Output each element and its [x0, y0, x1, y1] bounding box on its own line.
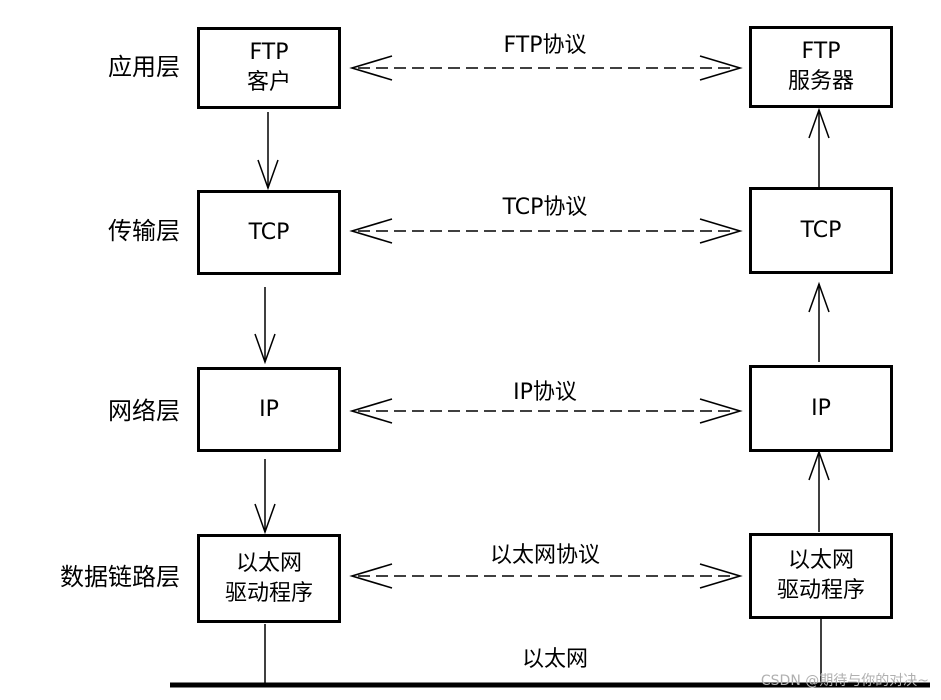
ip-protocol-label: IP协议 [513, 380, 577, 405]
tcp-right-box: TCP [749, 187, 893, 274]
left-down-arrows [254, 112, 279, 684]
ethernet-bus-label: 以太网 [521, 647, 588, 672]
ftp-protocol-arrow [349, 55, 743, 81]
ethernet-driver-right-box: 以太网 驱动程序 [749, 533, 893, 619]
ethernet-driver-right-line1: 以太网 [787, 548, 854, 573]
ftp-client-box: FTP 客户 [197, 27, 341, 109]
ip-right-box: IP [749, 365, 893, 452]
ip-left-box: IP [197, 367, 341, 452]
ftp-client-line1: FTP [249, 40, 289, 65]
ethernet-driver-left-line2: 驱动程序 [224, 580, 313, 606]
ip-left-label: IP [259, 396, 279, 422]
ip-protocol-arrow [349, 398, 743, 424]
layer-label-application: 应用层 [108, 53, 180, 81]
ftp-protocol-label: FTP协议 [503, 33, 587, 58]
layer-label-network: 网络层 [108, 397, 180, 425]
tcp-right-label: TCP [800, 217, 842, 243]
ip-right-label: IP [811, 395, 831, 421]
tcp-left-box: TCP [197, 190, 341, 275]
ftp-server-box: FTP 服务器 [749, 26, 893, 108]
right-up-arrows [808, 107, 830, 684]
ftp-server-line1: FTP [801, 39, 841, 64]
ethernet-driver-right-line2: 驱动程序 [776, 578, 865, 603]
tcp-protocol-label: TCP协议 [502, 195, 588, 220]
tcp-protocol-arrow [349, 218, 743, 244]
ethernet-protocol-label: 以太网协议 [489, 543, 600, 568]
csdn-watermark: CSDN @期待与你的对决~ [760, 673, 929, 689]
ethernet-driver-left-box: 以太网 驱动程序 [197, 534, 341, 623]
tcp-left-label: TCP [248, 219, 290, 245]
layer-label-data-link: 数据链路层 [60, 563, 180, 591]
ethernet-protocol-arrow [349, 563, 743, 589]
ethernet-driver-left-line1: 以太网 [235, 550, 302, 576]
ftp-server-line2: 服务器 [787, 69, 854, 94]
ftp-client-line2: 客户 [246, 70, 291, 95]
layer-label-transport: 传输层 [108, 217, 180, 245]
protocol-arrows [349, 55, 743, 589]
